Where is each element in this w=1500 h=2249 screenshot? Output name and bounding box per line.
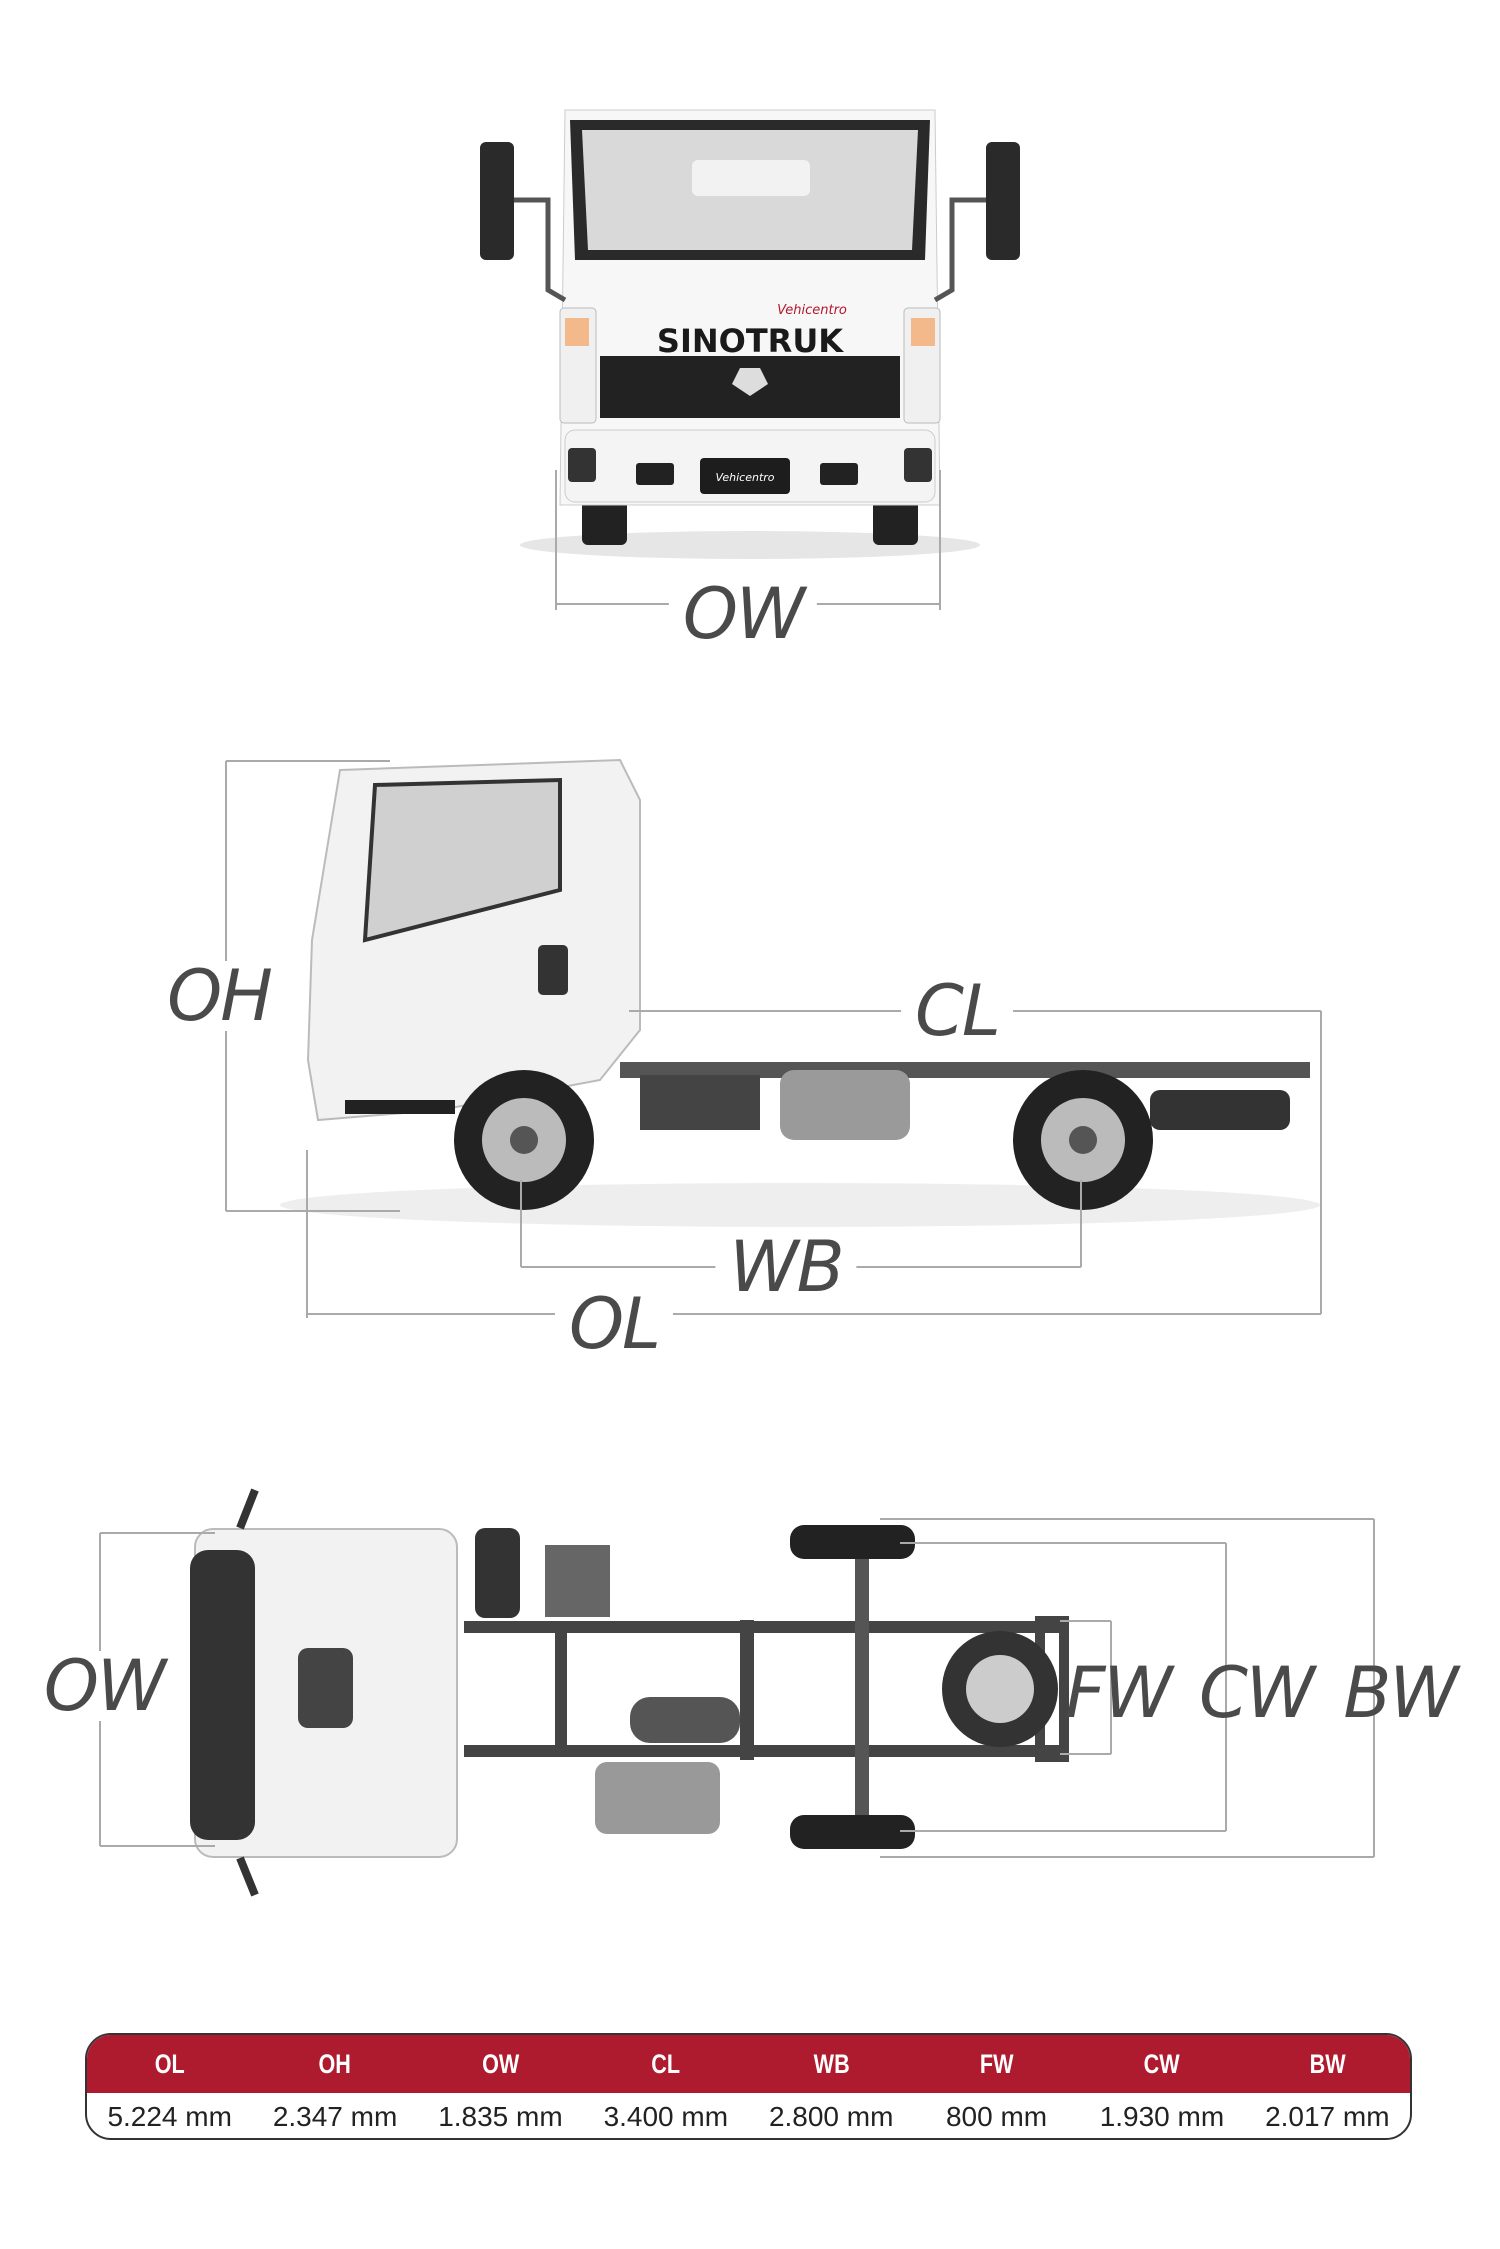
top-cw-label: CW	[1198, 1652, 1315, 1734]
top-bw-label: BW	[1343, 1652, 1458, 1734]
header-fw: FW	[979, 2048, 1014, 2079]
spec-table-header: OL OH OW CL WB FW CW BW	[87, 2035, 1410, 2093]
value-bw: 2.017 mm	[1265, 2100, 1390, 2132]
brand-logo: SINOTRUK	[657, 322, 844, 360]
front-view-truck: SINOTRUK Vehicentro Vehicentro	[480, 109, 1020, 559]
value-cl: 3.400 mm	[603, 2100, 729, 2132]
header-ol: OL	[154, 2048, 185, 2079]
header-oh: OH	[318, 2048, 352, 2079]
side-view-truck	[280, 758, 1320, 1227]
value-wb: 2.800 mm	[768, 2100, 894, 2132]
header-ow: OW	[481, 2048, 520, 2079]
dealer-logo: Vehicentro	[777, 303, 847, 318]
side-cl-label: CL	[901, 976, 1013, 1046]
value-fw: 800 mm	[945, 2100, 1048, 2132]
header-wb: WB	[813, 2048, 850, 2079]
value-cw: 1.930 mm	[1099, 2100, 1225, 2132]
top-fw-label: FW	[1065, 1652, 1172, 1734]
side-wb-label: WB	[715, 1232, 857, 1302]
top-view-truck	[190, 1488, 1069, 1897]
spec-table-row: 5.224 mm 2.347 mm 1.835 mm 3.400 mm 2.80…	[87, 2093, 1410, 2138]
plate-dealer-logo: Vehicentro	[715, 471, 774, 484]
value-ow: 1.835 mm	[438, 2100, 563, 2132]
top-ow-label: OW	[29, 1651, 179, 1721]
header-cw: CW	[1143, 2048, 1180, 2079]
side-ol-label: OL	[554, 1289, 674, 1359]
side-oh-label: OH	[153, 961, 285, 1031]
header-cl: CL	[651, 2048, 681, 2079]
front-ow-label: OW	[668, 579, 818, 649]
spec-table: OL OH OW CL WB FW CW BW 5.224 mm 2.347 m…	[85, 2033, 1412, 2140]
top-dimension-lines	[99, 1518, 1375, 1858]
value-oh: 2.347 mm	[272, 2100, 398, 2132]
value-ol: 5.224 mm	[107, 2100, 232, 2132]
header-bw: BW	[1309, 2048, 1346, 2079]
